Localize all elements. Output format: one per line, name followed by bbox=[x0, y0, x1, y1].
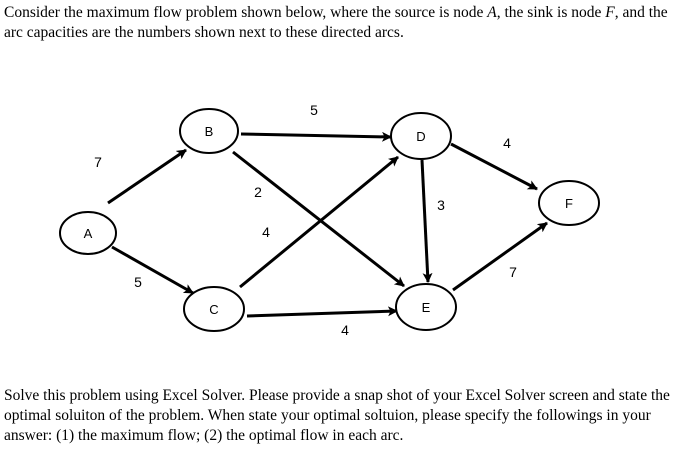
capacity-c-d: 4 bbox=[262, 224, 270, 240]
capacity-b-e: 2 bbox=[254, 184, 262, 200]
arc-c-d bbox=[239, 155, 399, 289]
node-a: A bbox=[59, 211, 117, 255]
capacity-d-f: 4 bbox=[503, 135, 511, 151]
capacity-e-f: 7 bbox=[509, 264, 517, 280]
sink-node-name: F bbox=[605, 4, 615, 21]
arc-a-c bbox=[111, 245, 194, 295]
capacity-b-d: 5 bbox=[310, 102, 318, 118]
arc-b-e bbox=[232, 150, 405, 288]
node-e-label: E bbox=[422, 300, 431, 315]
node-a-label: A bbox=[84, 226, 93, 241]
capacity-d-e: 3 bbox=[437, 197, 445, 213]
arc-b-d bbox=[240, 131, 392, 142]
problem-instructions: Solve this problem using Excel Solver. P… bbox=[4, 387, 670, 444]
arc-e-f bbox=[452, 221, 548, 292]
node-c: C bbox=[183, 286, 245, 332]
node-d-label: D bbox=[416, 129, 425, 144]
node-f: F bbox=[538, 180, 600, 226]
arc-d-f bbox=[450, 142, 538, 191]
capacity-labels: 7 5 5 2 4 4 3 4 7 bbox=[94, 102, 517, 338]
node-b: B bbox=[179, 108, 239, 154]
node-f-label: F bbox=[565, 196, 573, 211]
arcs bbox=[107, 131, 548, 318]
intro-part-2: , the sink is node bbox=[496, 4, 606, 21]
capacity-c-e: 4 bbox=[341, 322, 349, 338]
source-node-name: A bbox=[487, 4, 497, 21]
arc-a-b bbox=[107, 148, 187, 205]
node-d: D bbox=[390, 112, 452, 160]
capacity-a-b: 7 bbox=[94, 154, 102, 170]
node-b-label: B bbox=[205, 124, 214, 139]
intro-part-3: , and the arc capacities are the numbers… bbox=[4, 4, 668, 41]
node-c-label: C bbox=[209, 302, 218, 317]
capacity-a-c: 5 bbox=[134, 274, 142, 290]
nodes: A B C D E F bbox=[59, 108, 600, 332]
problem-intro: Consider the maximum flow problem shown … bbox=[4, 3, 680, 43]
node-e: E bbox=[395, 283, 457, 331]
arc-d-e bbox=[420, 159, 433, 283]
intro-part-1: Consider the maximum flow problem shown … bbox=[4, 4, 488, 21]
arc-c-e bbox=[246, 306, 398, 318]
